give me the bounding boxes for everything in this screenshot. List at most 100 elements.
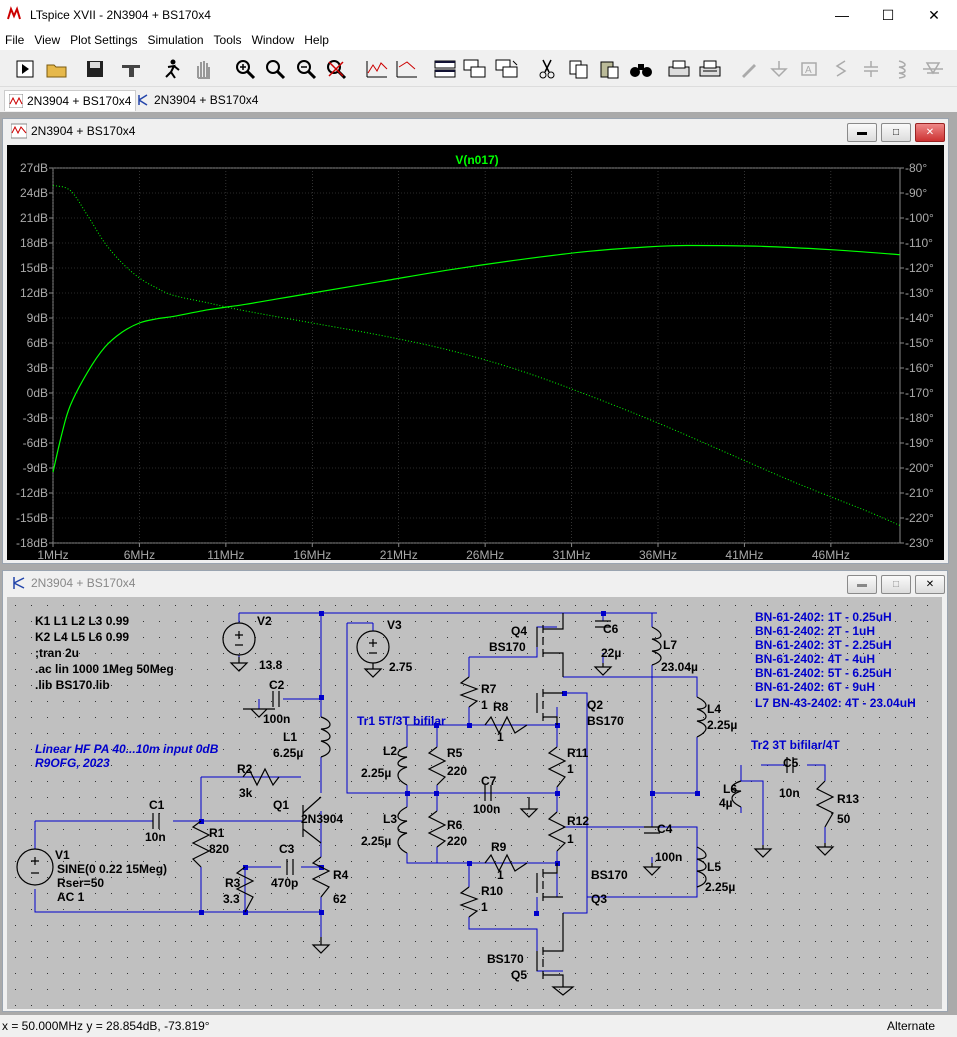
note-line-4[interactable]: BN-61-2402: 4T - 4uH (755, 652, 875, 666)
print-icon[interactable] (666, 56, 692, 82)
run-icon[interactable] (158, 56, 184, 82)
label-l6[interactable]: L6 (723, 782, 737, 796)
label-net-icon[interactable]: A (796, 56, 822, 82)
label-r12-val[interactable]: 1 (567, 832, 574, 846)
label-r8-val[interactable]: 1 (497, 730, 504, 744)
note-line-1[interactable]: BN-61-2402: 1T - 0.25uH (755, 610, 892, 624)
label-c3[interactable]: C3 (279, 842, 295, 856)
label-v2[interactable]: V2 (257, 614, 272, 628)
find-binoculars-icon[interactable] (628, 56, 654, 82)
label-q1-val[interactable]: 2N3904 (301, 812, 343, 826)
label-r7[interactable]: R7 (481, 682, 497, 696)
label-l3[interactable]: L3 (383, 812, 397, 826)
label-r5[interactable]: R5 (447, 746, 463, 760)
bode-plot[interactable]: 27dB24dB21dB18dB15dB12dB9dB6dB3dB0dB-3dB… (7, 145, 944, 562)
label-r8[interactable]: R8 (493, 700, 509, 714)
label-r12[interactable]: R12 (567, 814, 589, 828)
label-c6-val[interactable]: 22µ (601, 646, 621, 660)
label-l6-val[interactable]: 4µ (719, 796, 733, 810)
label-c2-val[interactable]: 100n (263, 712, 290, 726)
label-r9-val[interactable]: 1 (497, 868, 504, 882)
label-l5[interactable]: L5 (707, 860, 721, 874)
label-l7-val[interactable]: 23.04µ (661, 660, 698, 674)
cut-icon[interactable] (534, 56, 560, 82)
cascade-icon[interactable] (462, 56, 488, 82)
note-line-7[interactable]: L7 BN-43-2402: 4T - 23.04uH (755, 696, 916, 710)
draw-wire-pencil-icon[interactable] (736, 56, 762, 82)
label-c3-val[interactable]: 470p (271, 876, 298, 890)
schematic-window-titlebar[interactable]: 2N3904 + BS170x4 ▬ □ ✕ (3, 571, 947, 595)
plot-window-titlebar[interactable]: 2N3904 + BS170x4 ▬ □ ✕ (3, 119, 948, 143)
directive-k1[interactable]: K1 L1 L2 L3 0.99 (35, 614, 129, 628)
tr1-label[interactable]: Tr1 5T/3T bifilar (357, 714, 446, 728)
directive-k2[interactable]: K2 L4 L5 L6 0.99 (35, 630, 129, 644)
tile-vertical-icon[interactable] (494, 56, 520, 82)
tab-schematic[interactable]: 2N3904 + BS170x4 (132, 90, 262, 110)
label-r13-val[interactable]: 50 (837, 812, 851, 826)
directive-tran[interactable]: ;tran 2u (35, 646, 79, 660)
measure-icon[interactable] (394, 56, 420, 82)
label-c7-val[interactable]: 100n (473, 802, 500, 816)
schematic-close-button[interactable]: ✕ (915, 575, 945, 594)
schematic-drawing[interactable]: K1 L1 L2 L3 0.99 K2 L4 L5 L6 0.99 ;tran … (7, 597, 942, 1009)
tr2-label[interactable]: Tr2 3T bifilar/4T (751, 738, 840, 752)
label-q5[interactable]: Q5 (511, 968, 527, 982)
schematic-restore-button[interactable]: □ (881, 575, 911, 594)
label-r11[interactable]: R11 (567, 746, 589, 760)
directive-lib[interactable]: .lib BS170.lib (35, 678, 110, 692)
label-l5-val[interactable]: 2.25µ (705, 880, 735, 894)
inductor-icon[interactable] (888, 56, 914, 82)
zoom-area-icon[interactable] (232, 56, 258, 82)
label-r4[interactable]: R4 (333, 868, 349, 882)
label-r2-val[interactable]: 3k (239, 786, 253, 800)
label-l3-val[interactable]: 2.25µ (361, 834, 391, 848)
autorange-icon[interactable] (364, 56, 390, 82)
paste-icon[interactable] (596, 56, 622, 82)
label-q5-val[interactable]: BS170 (487, 952, 524, 966)
label-q3[interactable]: Q3 (591, 892, 607, 906)
label-r3[interactable]: R3 (225, 876, 241, 890)
tile-horizontal-icon[interactable] (432, 56, 458, 82)
trace-label[interactable]: V(n017) (455, 153, 498, 167)
label-l2[interactable]: L2 (383, 744, 397, 758)
label-v3-val[interactable]: 2.75 (389, 660, 413, 674)
label-r2[interactable]: R2 (237, 762, 253, 776)
schematic-canvas[interactable]: K1 L1 L2 L3 0.99 K2 L4 L5 L6 0.99 ;tran … (7, 597, 942, 1009)
label-r10[interactable]: R10 (481, 884, 503, 898)
minimize-button[interactable]: — (835, 7, 849, 23)
zoom-in-icon[interactable] (262, 56, 288, 82)
plot-minimize-button[interactable]: ▬ (847, 123, 877, 142)
label-r3-val[interactable]: 3.3 (223, 892, 240, 906)
label-v1-val[interactable]: SINE(0 0.22 15Meg) (57, 862, 167, 876)
label-c2[interactable]: C2 (269, 678, 285, 692)
note-line-3[interactable]: BN-61-2402: 3T - 2.25uH (755, 638, 892, 652)
new-schematic-icon[interactable] (12, 56, 38, 82)
label-r4-val[interactable]: 62 (333, 892, 347, 906)
label-r10-val[interactable]: 1 (481, 900, 488, 914)
label-l7[interactable]: L7 (663, 638, 677, 652)
label-c5[interactable]: C5 (783, 756, 799, 770)
save-icon[interactable] (82, 56, 108, 82)
plot-close-button[interactable]: ✕ (915, 123, 945, 142)
label-v1-rser[interactable]: Rser=50 (57, 876, 104, 890)
label-q2[interactable]: Q2 (587, 698, 603, 712)
label-l2-val[interactable]: 2.25µ (361, 766, 391, 780)
label-l1-val[interactable]: 6.25µ (273, 746, 303, 760)
menu-view[interactable]: View (34, 33, 61, 47)
label-q2-val[interactable]: BS170 (587, 714, 624, 728)
label-c1-val[interactable]: 10n (145, 830, 166, 844)
menu-tools[interactable]: Tools (213, 33, 242, 47)
note-line-5[interactable]: BN-61-2402: 5T - 6.25uH (755, 666, 892, 680)
close-button[interactable]: ✕ (928, 6, 940, 23)
tab-waveform[interactable]: 2N3904 + BS170x4 (4, 90, 137, 111)
menu-file[interactable]: File (5, 33, 25, 47)
maximize-button[interactable]: ☐ (881, 6, 895, 23)
label-c1[interactable]: C1 (149, 798, 165, 812)
label-r6[interactable]: R6 (447, 818, 463, 832)
label-l1[interactable]: L1 (283, 730, 297, 744)
label-c6[interactable]: C6 (603, 622, 619, 636)
schematic-minimize-button[interactable]: ▬ (847, 575, 877, 594)
label-r9[interactable]: R9 (491, 840, 507, 854)
halt-hand-icon[interactable] (190, 56, 216, 82)
label-r6-val[interactable]: 220 (447, 834, 467, 848)
